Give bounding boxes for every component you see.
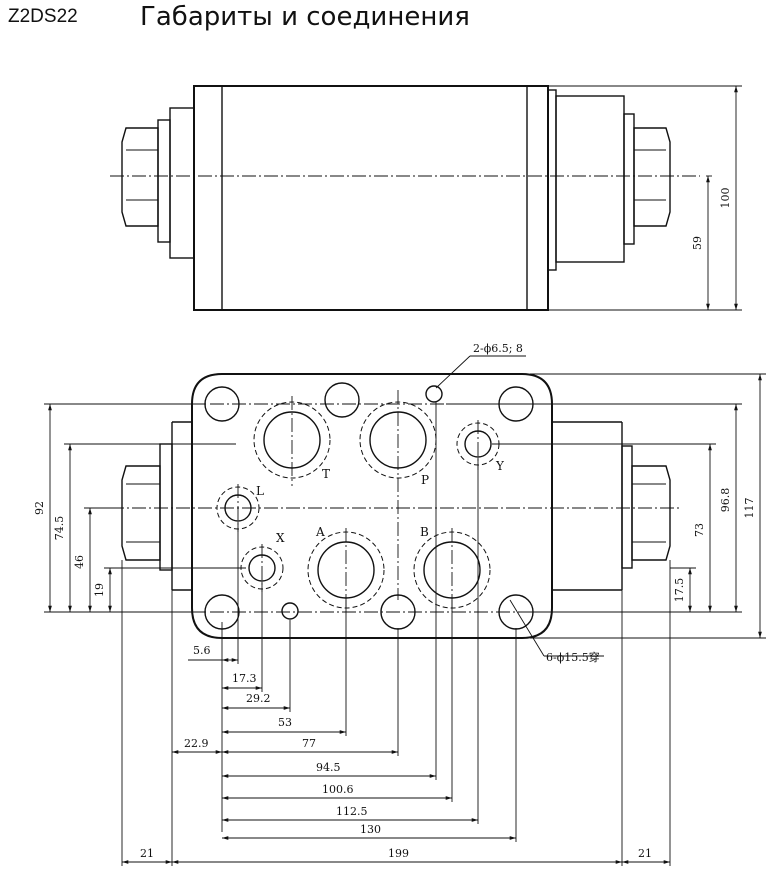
- dim-29-2: 29.2: [246, 692, 271, 705]
- top-left-coil: [169, 107, 195, 259]
- label-x: X: [276, 531, 285, 545]
- dim-130: 130: [360, 823, 381, 836]
- dim-77: 77: [302, 737, 316, 750]
- dim-94-5: 94.5: [316, 761, 341, 774]
- dim-19: 19: [93, 583, 106, 597]
- top-view: 100 59: [110, 85, 742, 311]
- top-right-nut: [633, 127, 671, 227]
- dim-96-8: 96.8: [719, 488, 732, 513]
- dim-100-6: 100.6: [322, 783, 354, 796]
- dims-right: 117 96.8 73 17.5: [446, 373, 766, 639]
- label-b: B: [420, 525, 429, 539]
- front-view: T P Y L X A B 2-ϕ6.5; 8 6-ϕ15.5穿: [110, 342, 680, 664]
- dims-bottom: 5.6 17.3 29.2 53 22.9 77 94.5 100.6 112.…: [121, 402, 671, 866]
- dim-53: 53: [278, 716, 292, 729]
- callout-small-holes: 2-ϕ6.5; 8: [473, 342, 523, 355]
- pin-hole: [425, 385, 443, 403]
- callout-bolt-holes: 6-ϕ15.5穿: [546, 650, 600, 664]
- dim-21-left: 21: [140, 847, 154, 860]
- front-right-nut: [631, 465, 671, 561]
- label-t: T: [322, 467, 330, 481]
- label-y: Y: [495, 459, 505, 473]
- top-body: [193, 85, 549, 311]
- dim-73: 73: [693, 523, 706, 537]
- dim-100: 100: [719, 188, 732, 209]
- dim-112-5: 112.5: [336, 805, 368, 818]
- bolt-hole: [324, 382, 360, 418]
- dim-17-3: 17.3: [232, 672, 257, 685]
- dim-5-6: 5.6: [193, 644, 211, 657]
- page-title: Габариты и соединения: [140, 2, 470, 32]
- subplate: [191, 373, 553, 639]
- dim-17-5: 17.5: [673, 578, 686, 603]
- label-l: L: [256, 484, 264, 498]
- dim-46: 46: [73, 555, 86, 569]
- front-left-nut: [121, 465, 161, 561]
- pin-hole: [281, 602, 299, 620]
- dim-199: 199: [388, 847, 409, 860]
- dim-21-right: 21: [638, 847, 652, 860]
- label-p: P: [421, 473, 429, 487]
- dim-92: 92: [33, 501, 46, 515]
- dim-117: 117: [743, 498, 756, 519]
- dims-left: 92 74.5 46 19: [33, 403, 246, 613]
- dim-22-9: 22.9: [184, 737, 209, 750]
- dim-74-5: 74.5: [53, 516, 66, 541]
- top-right-coil: [555, 95, 625, 263]
- dim-59: 59: [691, 236, 704, 250]
- label-a: A: [315, 525, 325, 539]
- top-left-nut: [121, 127, 159, 227]
- model-code: Z2DS22: [8, 6, 78, 27]
